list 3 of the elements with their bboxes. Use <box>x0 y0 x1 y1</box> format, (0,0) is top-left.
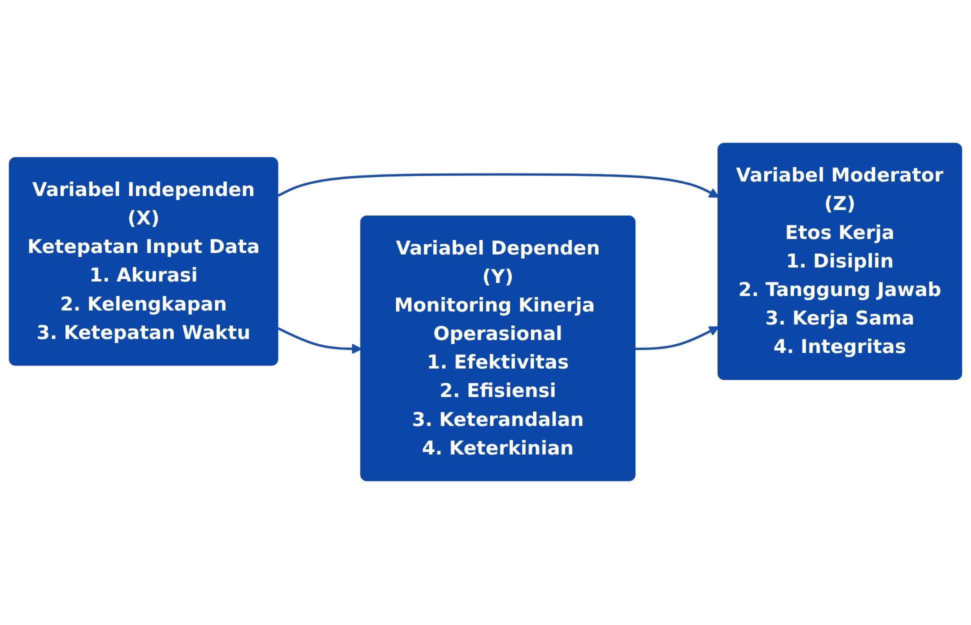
arrow <box>278 328 362 355</box>
arrow <box>635 326 720 351</box>
arrow <box>278 174 720 198</box>
